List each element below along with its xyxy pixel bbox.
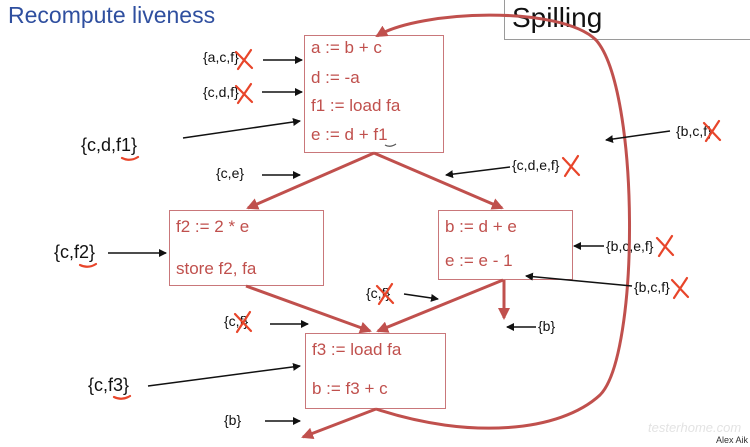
- strike-x-before-a: [234, 48, 254, 71]
- live-set-exit-out: {b}: [224, 412, 242, 428]
- pointer-back-edge: [605, 130, 671, 143]
- entry-block: [304, 35, 444, 153]
- strike-x-right-exit-edge: [375, 282, 395, 306]
- author-credit: Alex Aik: [716, 435, 749, 445]
- pointer-exit-mid: [147, 362, 301, 387]
- live-set-right-fallthrough: {b}: [538, 318, 556, 334]
- edge-right-to-exit: [376, 278, 504, 333]
- entry-stmt-2: d := -a: [311, 68, 360, 87]
- right-block: [438, 210, 573, 280]
- entry-stmt-1: a := b + c: [311, 38, 382, 57]
- strike-x-exit-in: [233, 310, 253, 334]
- left-stmt-1: f2 := 2 * e: [176, 217, 250, 236]
- edge-entry-to-left: [246, 151, 375, 210]
- slide-title: Recompute liveness: [8, 2, 216, 28]
- strike-x-before-right-2: [655, 234, 675, 258]
- live-set-before-d: {c,d,f}: [203, 84, 239, 100]
- watermark: testerhome.com: [648, 420, 742, 435]
- underline-f1: [120, 155, 140, 161]
- live-set-left-mid: {c,f2}: [54, 242, 96, 262]
- strike-marks: [233, 48, 722, 334]
- live-set-exit-mid: {c,f3}: [88, 375, 130, 395]
- exit-block: [305, 333, 446, 409]
- strike-x-right-out: [670, 276, 690, 300]
- strike-x-before-d: [234, 82, 254, 105]
- left-stmt-2: store f2, fa: [176, 259, 257, 278]
- underline-f3: [112, 394, 132, 400]
- strike-x-back-edge: [702, 119, 722, 143]
- live-set-back-edge: {b,c,f}: [676, 123, 712, 139]
- pointer-right-out: [525, 272, 633, 287]
- edge-exit-out: [301, 407, 377, 440]
- underline-marks: [78, 155, 140, 400]
- exit-stmt-2: b := f3 + c: [312, 379, 388, 398]
- entry-stmt-3: f1 := load fa: [311, 96, 401, 115]
- live-set-before-a: {a,c,f}: [203, 49, 239, 65]
- edge-back-loop: [375, 13, 631, 430]
- live-set-entry-out-left: {c,e}: [216, 165, 245, 181]
- underline-f2: [78, 262, 98, 268]
- live-set-right-out: {b,c,f}: [634, 279, 670, 295]
- strike-x-entry-out-right: [561, 154, 581, 178]
- edge-entry-to-right: [373, 151, 504, 210]
- live-set-entry-out-right: {c,d,e,f}: [512, 157, 560, 173]
- entry-stmt-4: e := d + f1: [311, 125, 388, 144]
- pointer-right-exit-edge: [403, 293, 439, 302]
- pointer-entry-out-right: [445, 166, 511, 179]
- underline-code-f1: [384, 143, 397, 147]
- right-stmt-1: b := d + e: [445, 217, 517, 236]
- pointer-before-e: [182, 118, 301, 139]
- exit-stmt-1: f3 := load fa: [312, 340, 402, 359]
- edge-left-to-exit: [245, 284, 372, 334]
- live-set-before-e: {c,d,f1}: [81, 135, 138, 155]
- right-stmt-2: e := e - 1: [445, 251, 513, 270]
